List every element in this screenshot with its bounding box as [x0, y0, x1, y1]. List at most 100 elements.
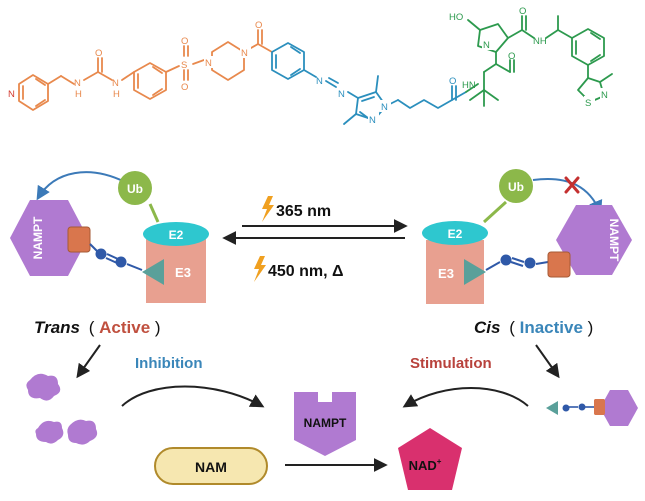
pyridine-ring: [18, 74, 75, 111]
e2-label-left: E2: [169, 228, 184, 242]
degraded-fragments: [26, 373, 98, 445]
benzene-ring-2: [271, 42, 359, 99]
nad-superscript: +: [437, 457, 442, 466]
sulfonyl-o-top: O: [181, 36, 188, 47]
ub-link-left: [148, 203, 160, 223]
trans-state-label: Trans ( Active ): [34, 318, 161, 337]
benzene-ring-1: [133, 62, 180, 100]
nam-label: NAM: [195, 459, 227, 475]
stimulation-arrow: [402, 387, 529, 408]
proline-nitrogen: N: [483, 40, 490, 51]
vhl-ligand: [465, 15, 613, 107]
trans-ternary-complex: NAMPT E2 E3 Ub: [10, 171, 209, 303]
cis-state-label: Cis ( Inactive ): [474, 318, 593, 337]
inhibition-label: Inhibition: [135, 355, 202, 372]
hydroxyl-label: HO: [449, 12, 463, 23]
e3-label-right: E3: [438, 266, 454, 281]
amide-oxygen-2: O: [449, 76, 456, 87]
ub-label-left: Ub: [127, 182, 143, 196]
bolt-icon-reverse: [254, 256, 266, 282]
azo-n1: N: [316, 76, 323, 87]
stimulation-label: Stimulation: [410, 355, 492, 372]
bolt-icon-forward: [262, 196, 274, 222]
light-switch: 365 nm 450 nm, Δ: [222, 196, 408, 282]
nampt-enzyme-label: NAMPT: [304, 416, 347, 430]
nampt-label-right: NAMPT: [607, 219, 621, 262]
alkyl-chain: [397, 85, 467, 109]
cis-ternary-complex: NAMPT E2 E3 Ub: [422, 169, 632, 304]
nampt-hexagon-right: [556, 205, 632, 275]
urea-oxygen: O: [95, 48, 102, 59]
pyrazole-ring: [343, 75, 399, 125]
urea-n2: N: [112, 78, 119, 89]
urea-h2: H: [113, 89, 120, 100]
amide-hn: HN: [462, 80, 476, 91]
pyrazole-n1: N: [369, 115, 376, 126]
linker-bond-l4: [126, 263, 143, 271]
pyridine-nitrogen-label: N: [8, 89, 15, 100]
degradation-arrow: [76, 344, 101, 379]
amide-oxygen-4: O: [508, 51, 515, 62]
ub-transfer-arrow-left: [36, 171, 126, 201]
azo-n2: N: [338, 89, 345, 100]
urea-h1: H: [75, 89, 82, 100]
vhl-warhead-left: [142, 259, 164, 285]
nampt-hexagon-left: [10, 200, 88, 276]
sulfur-atom: S: [181, 60, 187, 71]
linker-bond-l2: [106, 253, 119, 260]
nad-label: NAD+: [409, 457, 442, 473]
linker-n-left-2: [115, 256, 127, 268]
nam-substrate: [154, 447, 268, 485]
release-arrow: [535, 344, 560, 379]
e3-label-left: E3: [175, 265, 191, 280]
sulfonyl-o-bottom: O: [181, 82, 188, 93]
nampt-enzyme: [294, 392, 356, 456]
pathway-section: Inhibition Stimulation NAMPT NAM NAD+: [26, 344, 638, 490]
piperazine-n1: N: [205, 58, 212, 69]
released-protac: [546, 390, 638, 426]
trans-paren-close: ): [155, 318, 161, 337]
inhibition-arrow: [121, 385, 265, 408]
sulfonyl-bonds: [183, 45, 205, 81]
cis-state-inactive: Inactive: [520, 318, 583, 337]
linker-n-left-1: [95, 248, 107, 260]
wavelength-reverse: 450 nm, Δ: [268, 263, 344, 280]
ub-circle-left: [118, 171, 152, 205]
trans-word: Trans: [34, 318, 80, 337]
nampt-ligand-left: [67, 226, 91, 253]
urea-n1: N: [74, 78, 81, 89]
ub-label-right: Ub: [508, 180, 524, 194]
linker-bond-r1: [485, 261, 501, 271]
e2-ellipse-right: [422, 221, 488, 245]
cis-paren-close: ): [588, 318, 594, 337]
nampt-label-left: NAMPT: [31, 216, 45, 259]
linker-n-right-2: [524, 257, 536, 269]
thiazole-nitrogen: N: [601, 90, 608, 101]
e2-label-right: E2: [448, 227, 463, 241]
ub-link-right: [482, 200, 508, 224]
linker-bond-r2: [511, 257, 525, 263]
nampt-ligand-right: [547, 251, 571, 278]
vhl-warhead-right: [464, 259, 486, 285]
amide-oxygen-1: O: [255, 20, 262, 31]
piperazine-n2: N: [241, 48, 248, 59]
pyrazole-n2: N: [381, 102, 388, 113]
ub-circle-right: [499, 169, 533, 203]
linker-bond-r4: [535, 261, 549, 265]
nad-text: NAD: [409, 458, 437, 473]
linker-bond-r3: [510, 261, 524, 267]
trans-paren-open: (: [89, 318, 95, 337]
amide-oxygen-3: O: [519, 6, 526, 17]
amide-nh-1: NH: [533, 36, 547, 47]
e2-ellipse-left: [143, 222, 209, 246]
blocked-cross-icon: [564, 176, 580, 194]
cis-word: Cis: [474, 318, 500, 337]
nad-product: [398, 428, 462, 490]
wavelength-forward: 365 nm: [276, 203, 331, 220]
linker-n-right-1: [500, 254, 512, 266]
trans-state-active: Active: [99, 318, 150, 337]
thiazole-sulfur: S: [585, 98, 591, 109]
urea-linker: [83, 57, 135, 81]
chemical-structure: N N H O N H S O: [7, 6, 613, 126]
